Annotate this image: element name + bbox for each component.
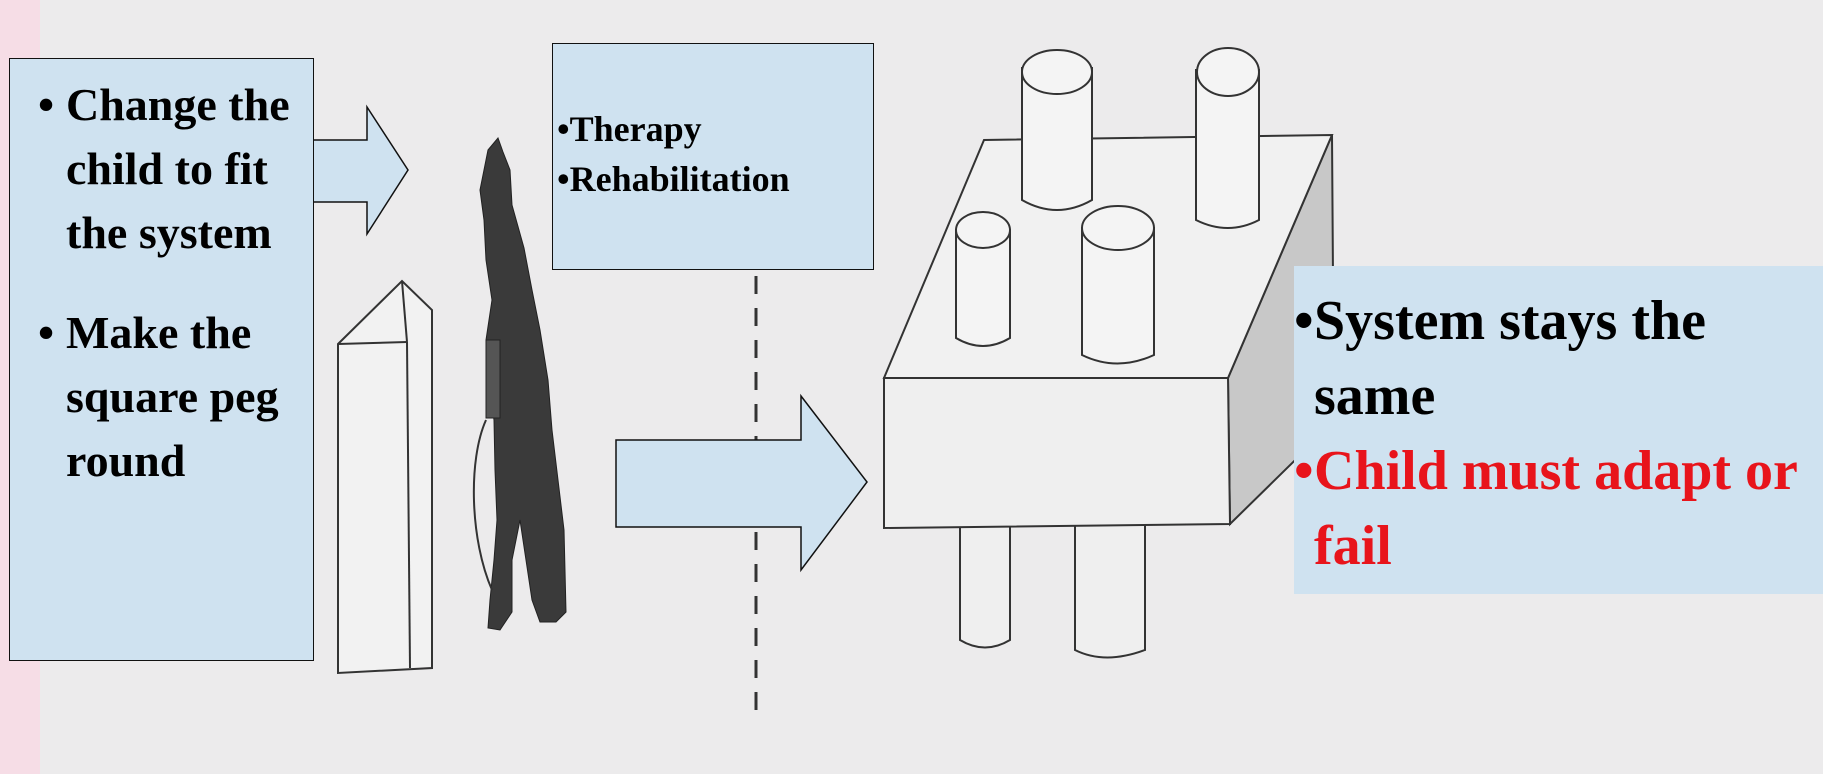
left-callout-item-square-peg: Make the square peg round [34,301,313,493]
right-callout-item-system-same: System stays the same [1294,284,1823,434]
table-with-round-pegs-drawing [884,48,1334,658]
right-callout-item-child-adapt: Child must adapt or fail [1294,434,1823,584]
right-callout-box: System stays the same Child must adapt o… [1294,266,1823,594]
square-peg-drawing [338,281,432,673]
top-callout-item-therapy: •Therapy [557,104,873,154]
right-callout-list: System stays the same Child must adapt o… [1294,284,1823,584]
top-callout-box: •Therapy •Rehabilitation [552,43,874,270]
top-callout-item-rehabilitation-text: Rehabilitation [570,159,790,199]
left-callout-box: Change the child to fit the system Make … [9,58,314,661]
top-callout-list: •Therapy •Rehabilitation [557,104,873,204]
left-callout-item-change-child: Change the child to fit the system [34,73,313,265]
arrow-right-large [616,396,867,570]
left-callout-list: Change the child to fit the system Make … [34,73,313,493]
top-callout-item-rehabilitation: •Rehabilitation [557,154,873,204]
top-callout-item-therapy-text: Therapy [570,109,702,149]
